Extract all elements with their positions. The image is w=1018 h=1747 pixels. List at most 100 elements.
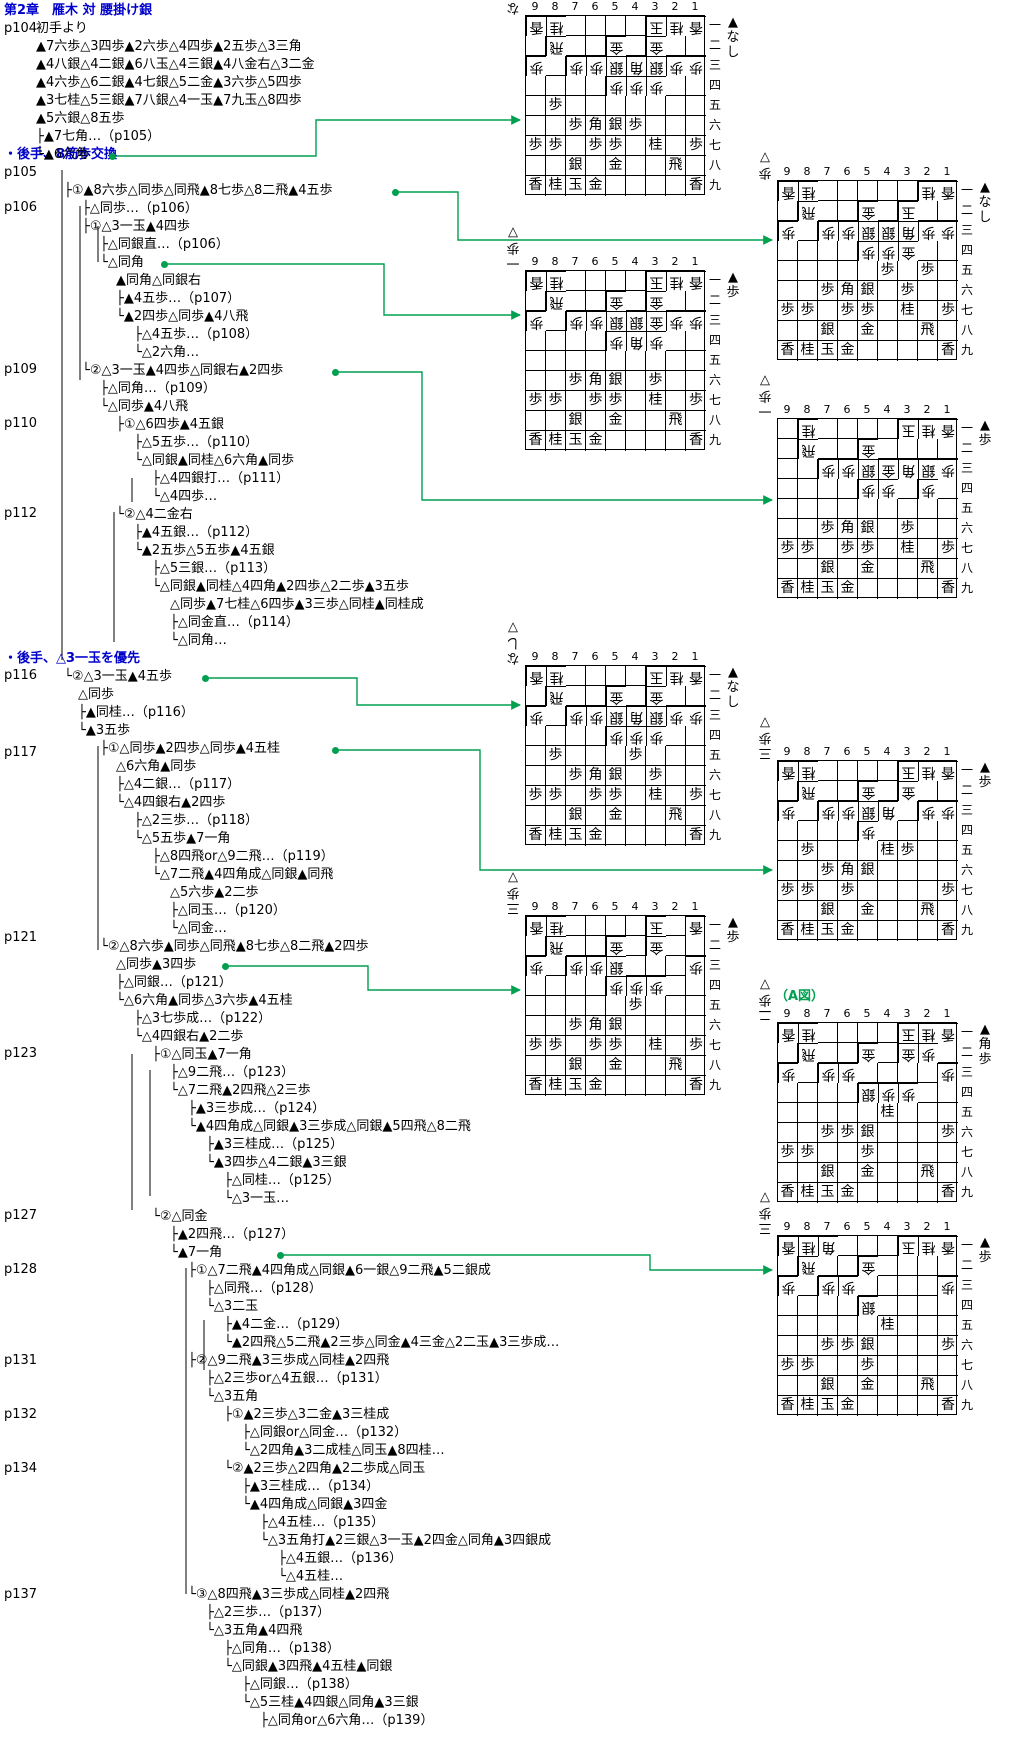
page-ref: p127 <box>4 1208 38 1223</box>
column-label: 8 <box>551 0 559 13</box>
board-square: 歩 <box>918 801 938 821</box>
board-square: 銀 <box>566 806 586 826</box>
column-label: 8 <box>803 403 811 416</box>
board-square: 香 <box>778 921 798 941</box>
board-square: 歩 <box>546 391 566 411</box>
board-square: 歩 <box>818 801 838 821</box>
board-square: 香 <box>689 177 703 193</box>
tree-line: └△4五桂… <box>278 1569 344 1584</box>
board-square <box>686 291 706 311</box>
page-ref: p117 <box>4 745 38 760</box>
board-square: 香 <box>778 761 798 781</box>
board-square <box>778 459 798 479</box>
column-label: 2 <box>671 650 679 663</box>
board-square <box>778 281 798 301</box>
board-square: 角 <box>586 766 606 786</box>
board-square <box>878 921 898 941</box>
arrow-connector <box>112 115 521 157</box>
board-square: 桂 <box>546 916 566 936</box>
board-square <box>606 826 626 846</box>
column-label: 3 <box>903 1220 911 1233</box>
board-square <box>878 1123 898 1143</box>
tree-line: ├△4四銀打…（p111） <box>152 471 290 486</box>
board-square <box>898 881 918 901</box>
board-square <box>818 439 838 459</box>
column-label: 5 <box>863 165 871 178</box>
board-square <box>666 391 686 411</box>
board-square <box>546 56 566 76</box>
board-square <box>838 901 858 921</box>
board-square <box>586 916 606 936</box>
tree-line: ├△4二銀…（p117） <box>116 777 241 792</box>
board-square <box>566 271 586 291</box>
row-labels: 一二三四五六七八九 <box>959 180 975 360</box>
tree-line: ▲5六銀△8五歩 <box>36 111 125 126</box>
page-ref: p134 <box>4 1461 38 1476</box>
column-label: 7 <box>823 403 831 416</box>
board-square: 桂 <box>666 16 686 36</box>
column-label: 5 <box>611 255 619 268</box>
board-square: 桂 <box>898 301 918 321</box>
tree-line: ├△同角…（p138） <box>224 1641 340 1656</box>
board-square: 歩 <box>686 391 706 411</box>
board-square: 歩 <box>666 706 686 726</box>
board-square <box>586 271 606 291</box>
board-square: 桂 <box>918 1236 938 1256</box>
row-label: 八 <box>960 1165 973 1179</box>
board-square: 桂 <box>646 391 666 411</box>
column-label: 4 <box>883 403 891 416</box>
sente-hand: ▲なし <box>726 665 740 710</box>
row-label: 二 <box>708 38 721 52</box>
row-label: 五 <box>708 998 721 1012</box>
board-square <box>838 1256 858 1276</box>
board-square <box>778 499 798 519</box>
arrow-origin-dot <box>222 963 229 970</box>
column-label: 1 <box>691 255 699 268</box>
column-label: 7 <box>571 0 579 13</box>
board-square: 歩 <box>858 241 878 261</box>
board-square: 歩 <box>686 1036 706 1056</box>
tree-line: └△3五角打▲2三銀△3一玉▲2四金△同角▲3四銀成 <box>260 1533 552 1548</box>
row-label: 二 <box>960 1045 973 1059</box>
board-square: 金 <box>838 1396 858 1416</box>
board-square <box>838 1103 858 1123</box>
board-square <box>818 1356 838 1376</box>
board-square: 銀 <box>626 311 646 331</box>
board-square <box>858 1063 878 1083</box>
arrow-origin-dot <box>161 261 168 268</box>
arrow-origin-dot <box>202 675 209 682</box>
board-square: 歩 <box>646 76 666 96</box>
page-ref: p123 <box>4 1046 38 1061</box>
board-square <box>626 1036 646 1056</box>
board-square: 金 <box>606 291 626 311</box>
row-label: 六 <box>708 373 721 387</box>
board-square: 角 <box>838 519 858 539</box>
board-square <box>838 479 858 499</box>
row-label: 五 <box>960 263 973 277</box>
board-grid: 香桂玉桂香飛金金歩歩歩歩歩銀歩歩桂歩歩銀歩歩歩歩銀金飛香桂玉金香 <box>777 1022 958 1203</box>
board-square: 歩 <box>938 301 958 321</box>
board-square: 銀 <box>646 706 666 726</box>
row-label: 一 <box>708 918 721 932</box>
board-square: 香 <box>941 342 955 358</box>
board-square: 金 <box>606 936 626 956</box>
board-square: 桂 <box>546 826 566 846</box>
page-ref: p128 <box>4 1262 38 1277</box>
board-square <box>778 1296 798 1316</box>
board-square <box>566 976 586 996</box>
board-square: 歩 <box>646 726 666 746</box>
board-square <box>858 1103 878 1123</box>
board-square <box>778 1336 798 1356</box>
board-square <box>586 746 606 766</box>
board-square <box>938 439 958 459</box>
board-square: 歩 <box>798 539 818 559</box>
board-square: 歩 <box>778 1276 798 1296</box>
board-square: 歩 <box>566 56 586 76</box>
board-square: 歩 <box>778 1356 798 1376</box>
board-square: 金 <box>586 431 606 451</box>
board-square <box>938 1043 958 1063</box>
tree-line: └▲2五歩△5五歩▲4五銀 <box>134 543 275 558</box>
board-square: 香 <box>938 1023 958 1043</box>
column-label: 8 <box>551 255 559 268</box>
board-square <box>838 261 858 281</box>
